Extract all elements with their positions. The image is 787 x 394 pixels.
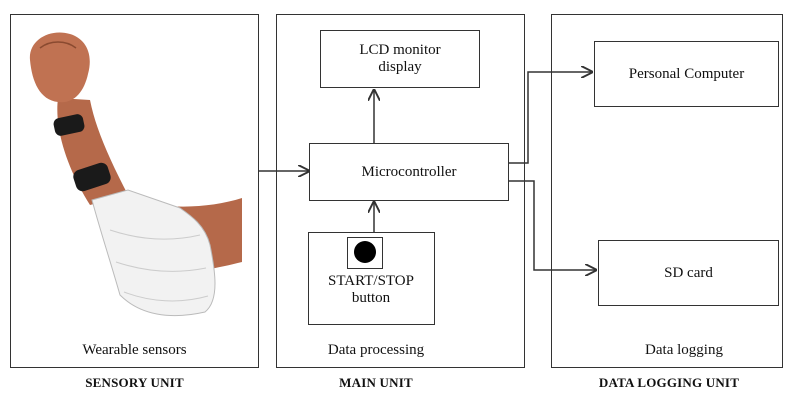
arrow-micro-to-pc xyxy=(509,72,592,164)
forearm-sensor-band xyxy=(73,162,111,192)
microcontroller-box: Microcontroller xyxy=(309,143,509,201)
sd-card-label: SD card xyxy=(664,264,713,281)
main-unit-inner-label: Data processing xyxy=(327,341,425,358)
data-logging-inner-label: Data logging xyxy=(645,341,723,358)
sd-card-box: SD card xyxy=(598,240,779,306)
lcd-label-line2: display xyxy=(378,59,422,75)
button-label-line2: button xyxy=(351,290,391,306)
sensory-unit-caption: SENSORY UNIT xyxy=(85,375,184,390)
start-stop-button-box: START/STOP button xyxy=(308,232,435,325)
wrist-sensor-band xyxy=(53,114,85,136)
lcd-monitor-box: LCD monitor display xyxy=(320,30,480,88)
button-icon-frame xyxy=(347,237,383,269)
arm-with-sensors-image xyxy=(29,32,242,317)
microcontroller-label: Microcontroller xyxy=(361,163,457,180)
arrow-micro-to-sd xyxy=(509,180,596,270)
data-logging-caption: DATA LOGGING UNIT xyxy=(598,375,740,390)
main-unit-caption: MAIN UNIT xyxy=(339,375,413,390)
button-dot-icon xyxy=(354,241,376,263)
personal-computer-label: Personal Computer xyxy=(628,65,745,82)
button-label-line1: START/STOP xyxy=(328,273,414,289)
sensory-unit-inner-label: Wearable sensors xyxy=(82,341,187,358)
lcd-label-line1: LCD monitor xyxy=(359,42,441,58)
personal-computer-box: Personal Computer xyxy=(594,41,779,107)
